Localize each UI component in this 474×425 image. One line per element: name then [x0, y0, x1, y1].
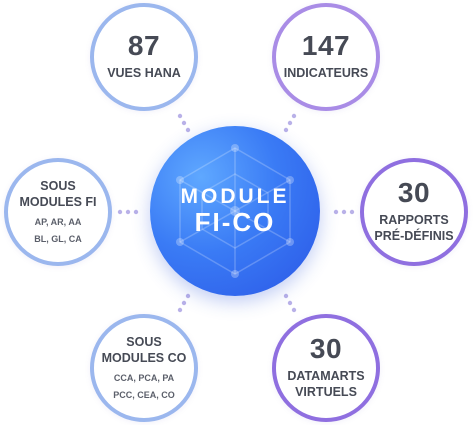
- node-label-line1: RAPPORTS: [379, 213, 449, 228]
- network-icon: [176, 144, 294, 278]
- node-items-line2: BL, GL, CA: [34, 234, 82, 245]
- connector-dot: [185, 293, 191, 299]
- connector-dot: [125, 209, 131, 215]
- node-title-line1: SOUS: [126, 335, 162, 350]
- center-title-line1: MODULE: [180, 185, 290, 208]
- node-sous-modules-fi: SOUS MODULES FI AP, AR, AA BL, GL, CA: [4, 158, 112, 266]
- connector-dot: [287, 120, 293, 126]
- node-value: 87: [127, 30, 161, 62]
- node-label: VUES HANA: [107, 66, 181, 81]
- connector-dot: [283, 127, 289, 133]
- node-label-line2: PRÉ-DÉFINIS: [374, 229, 454, 243]
- center-hub: MODULE FI-CO: [150, 126, 320, 296]
- node-label: INDICATEURS: [283, 66, 369, 81]
- connector-dot: [177, 113, 183, 119]
- node-value: 30: [397, 177, 431, 209]
- connector-dot: [349, 209, 355, 215]
- center-title: MODULE FI-CO: [150, 185, 320, 238]
- connector-dot: [341, 209, 347, 215]
- node-label-line1: DATAMARTS: [287, 369, 365, 384]
- connector-dot: [181, 300, 187, 306]
- connector-dot: [291, 307, 297, 313]
- connector-dot: [287, 300, 293, 306]
- node-items-line2: PCC, CEA, CO: [113, 390, 175, 401]
- node-title-line1: SOUS: [40, 179, 76, 194]
- connector-dot: [181, 120, 187, 126]
- node-vues-hana: 87 VUES HANA: [90, 3, 198, 111]
- connector-dot: [117, 209, 123, 215]
- node-datamarts-virtuels: 30 DATAMARTS VIRTUELS: [272, 314, 380, 422]
- connector-dot: [185, 127, 191, 133]
- node-title-line2: MODULES FI: [19, 194, 97, 209]
- node-value: 30: [309, 333, 343, 365]
- node-title-line2: MODULES CO: [101, 350, 187, 365]
- node-rapports-predefinis: 30 RAPPORTS PRÉ-DÉFINIS: [360, 158, 468, 266]
- connector-dot: [291, 113, 297, 119]
- node-value: 147: [301, 30, 351, 62]
- center-title-line2: FI-CO: [194, 207, 276, 238]
- node-sous-modules-co: SOUS MODULES CO CCA, PCA, PA PCC, CEA, C…: [90, 314, 198, 422]
- node-items-line1: AP, AR, AA: [34, 217, 82, 228]
- connector-dot: [177, 307, 183, 313]
- node-label-line2: VIRTUELS: [295, 385, 357, 399]
- node-items-line1: CCA, PCA, PA: [113, 373, 175, 384]
- node-indicateurs: 147 INDICATEURS: [272, 3, 380, 111]
- connector-dot: [133, 209, 139, 215]
- connector-dot: [283, 293, 289, 299]
- connector-dot: [333, 209, 339, 215]
